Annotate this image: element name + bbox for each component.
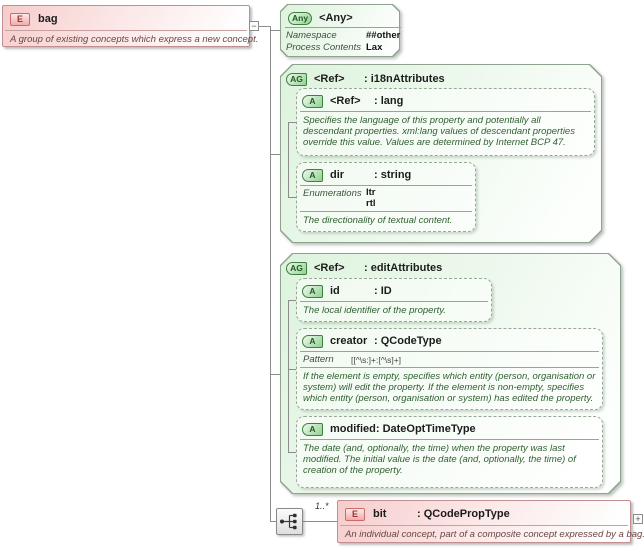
attribute-dir-box[interactable]: A dir : string Enumerations ltr rtl The … xyxy=(296,162,476,232)
connector-to-edit xyxy=(270,374,280,375)
lang-description: Specifies the language of this property … xyxy=(303,115,575,149)
attribute-group-icon: AG xyxy=(286,72,307,86)
any-icon: Any xyxy=(288,11,313,25)
creator-description: If the element is empty, specifies which… xyxy=(303,371,596,405)
connector-bag-trunk xyxy=(250,26,270,27)
i18n-stub-lang xyxy=(288,122,296,123)
pattern-value: [[^\s:]+:[^\s]+] xyxy=(351,355,402,365)
edit-group-type: : editAttributes xyxy=(364,262,443,274)
separator xyxy=(300,185,472,186)
sequence-glyph xyxy=(280,513,297,530)
dir-description: The directionality of textual content. xyxy=(303,214,453,226)
dir-type: : string xyxy=(374,169,412,181)
any-namespace-row: Namespace ##other xyxy=(286,30,400,42)
modified-type: : DateOptTimeType xyxy=(375,423,476,435)
sequence-compositor-icon[interactable] xyxy=(276,508,303,535)
attribute-creator-box[interactable]: A creator : QCodeType Pattern [[^\s:]+:[… xyxy=(296,328,603,410)
bit-name: bit xyxy=(373,508,387,520)
i18n-stub-dir xyxy=(288,197,296,198)
creator-pattern-row: Pattern [[^\s:]+:[^\s]+] xyxy=(297,352,602,367)
attribute-modified-box[interactable]: A modified : DateOptTimeType The date (a… xyxy=(296,416,603,488)
dir-enumerations-row: Enumerations ltr rtl xyxy=(297,186,475,211)
i18n-group-type: : i18nAttributes xyxy=(364,73,445,85)
process-contents-value: Lax xyxy=(366,41,383,53)
edit-group-header: AG <Ref> : editAttributes xyxy=(282,257,442,279)
attribute-icon: A xyxy=(302,334,323,348)
separator xyxy=(300,111,591,112)
attribute-group-icon: AG xyxy=(286,261,307,275)
connector-sequence-to-bit xyxy=(303,521,337,522)
attribute-icon: A xyxy=(302,284,323,298)
id-type: : ID xyxy=(374,285,392,297)
any-properties: Namespace ##other Process Contents Lax xyxy=(286,30,400,54)
separator xyxy=(285,27,401,28)
namespace-value: ##other xyxy=(366,30,401,41)
namespace-label: Namespace xyxy=(286,30,337,41)
attribute-icon: A xyxy=(302,422,323,436)
id-header: A id : ID xyxy=(297,279,491,301)
attribute-id-box[interactable]: A id : ID The local identifier of the pr… xyxy=(296,278,492,322)
any-header: Any <Any> xyxy=(284,7,353,29)
separator xyxy=(300,301,488,302)
separator xyxy=(340,525,628,526)
dir-header: A dir : string xyxy=(297,163,475,185)
separator xyxy=(300,210,472,212)
bit-description: An individual concept, part of a composi… xyxy=(345,529,644,540)
any-process-contents-row: Process Contents Lax xyxy=(286,42,396,54)
separator xyxy=(300,367,599,368)
element-bag-box[interactable]: E bag A group of existing concepts which… xyxy=(2,5,259,47)
collapse-toggle[interactable]: − xyxy=(249,21,259,31)
separator xyxy=(300,351,599,352)
connector-to-any xyxy=(270,30,280,31)
id-name: id xyxy=(330,285,340,297)
modified-header: A modified : DateOptTimeType xyxy=(297,417,602,439)
edit-inner-trunk xyxy=(288,300,289,453)
element-icon: E xyxy=(10,12,30,26)
expand-toggle[interactable]: + xyxy=(633,514,643,524)
any-name: <Any> xyxy=(319,12,353,24)
element-bit-box[interactable]: E bit : QCodePropType An individual conc… xyxy=(337,500,644,543)
creator-type: : QCodeType xyxy=(374,335,442,347)
modified-name: modified xyxy=(330,423,376,435)
i18n-group-header: AG <Ref> : i18nAttributes xyxy=(282,68,445,90)
bit-type: : QCodePropType xyxy=(417,508,510,520)
pattern-label: Pattern xyxy=(303,354,334,365)
enumerations-label: Enumerations xyxy=(303,188,362,199)
id-description: The local identifier of the property. xyxy=(303,305,446,316)
dir-name: dir xyxy=(330,169,345,181)
separator xyxy=(5,30,247,31)
bag-name: bag xyxy=(38,13,58,25)
enum-rtl: rtl xyxy=(366,197,376,209)
edit-stub-creator xyxy=(288,369,296,370)
attribute-icon: A xyxy=(302,94,323,108)
enumeration-values: ltr rtl xyxy=(366,187,376,210)
edit-group-name: <Ref> xyxy=(314,262,345,274)
creator-name: creator xyxy=(330,335,368,347)
i18n-group-name: <Ref> xyxy=(314,73,345,85)
connector-trunk xyxy=(270,26,271,521)
modified-description: The date (and, optionally, the time) whe… xyxy=(303,443,576,477)
connector-to-sequence xyxy=(270,521,276,522)
bit-header: E bit : QCodePropType xyxy=(338,501,630,525)
bag-description: A group of existing concepts which expre… xyxy=(10,34,259,45)
creator-header: A creator : QCodeType xyxy=(297,329,602,351)
element-icon: E xyxy=(345,507,365,521)
enum-ltr: ltr xyxy=(366,187,376,198)
lang-name: <Ref> xyxy=(330,95,361,107)
edit-stub-id xyxy=(288,300,296,301)
process-contents-label: Process Contents xyxy=(286,41,361,53)
attribute-lang-box[interactable]: A <Ref> : lang Specifies the language of… xyxy=(296,88,595,156)
lang-type: : lang xyxy=(374,95,404,107)
edit-stub-modified xyxy=(288,452,296,453)
cardinality-label: 1..* xyxy=(315,501,329,511)
attribute-icon: A xyxy=(302,168,323,182)
connector-to-i18n xyxy=(270,154,280,155)
bag-header: E bag xyxy=(3,6,249,30)
separator xyxy=(300,439,599,440)
i18n-inner-trunk xyxy=(288,122,289,198)
lang-header: A <Ref> : lang xyxy=(297,89,594,111)
